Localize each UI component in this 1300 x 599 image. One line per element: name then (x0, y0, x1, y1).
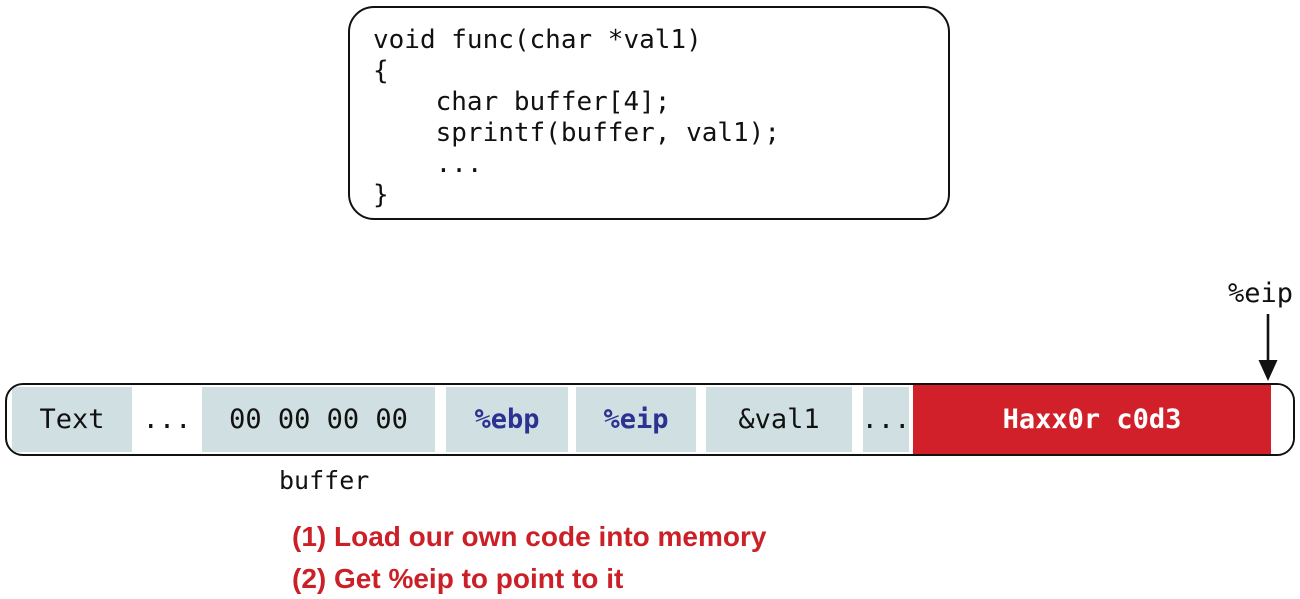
annotation-step-1: (1) Load our own code into memory (292, 521, 767, 552)
segment-ellipsis-right: ... (862, 387, 910, 452)
segment-bar-end (1271, 385, 1293, 454)
segment-eip: %eip (576, 387, 696, 452)
segment-buffer-bytes: 00 00 00 00 (202, 387, 435, 452)
segment-ebp: %ebp (446, 387, 568, 452)
eip-arrow-icon (1258, 314, 1278, 381)
segment-text: Text (12, 387, 132, 452)
code-box: void func(char *val1) { char buffer[4]; … (348, 6, 950, 220)
eip-pointer-label: %eip (1228, 278, 1294, 309)
segment-val1: &val1 (706, 387, 852, 452)
code-text: void func(char *val1) { char buffer[4]; … (373, 25, 780, 210)
segment-ellipsis-left: ... (132, 387, 202, 452)
annotation-step-2: (2) Get %eip to point to it (292, 563, 624, 594)
segment-haxxor-code: Haxx0r c0d3 (913, 385, 1271, 454)
buffer-label: buffer (279, 466, 370, 495)
memory-bar: Text ... 00 00 00 00 %ebp %eip &val1 ...… (5, 383, 1295, 456)
